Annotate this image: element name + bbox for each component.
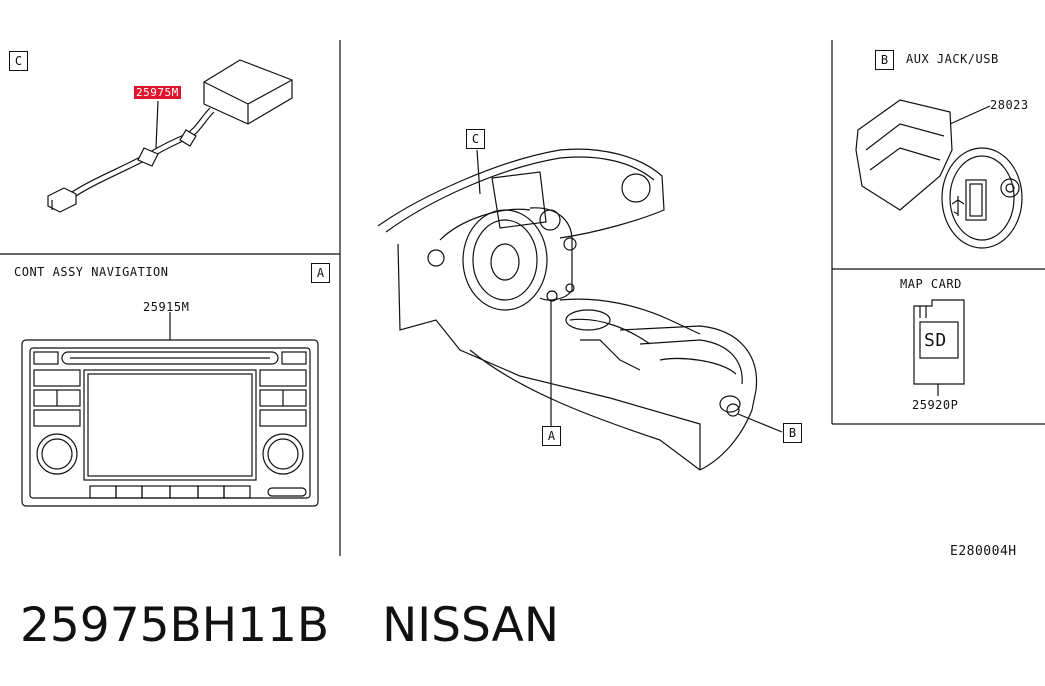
antenna-module-drawing — [47, 59, 293, 213]
callout-c-main: C — [466, 129, 485, 149]
footer-part-number: 25975BH11B — [20, 598, 330, 653]
part-number-highlight: 25975M — [134, 86, 181, 99]
map-card-part-number: 25920P — [912, 398, 959, 412]
part-number-label: 25975M — [134, 86, 181, 99]
dashboard-drawing — [377, 148, 783, 471]
callout-a-panel: A — [311, 263, 330, 283]
footer-caption: 25975BH11B NISSAN — [20, 598, 559, 653]
sd-card-text: SD — [924, 330, 947, 351]
footer-brand: NISSAN — [382, 598, 559, 653]
panel-dividers — [0, 40, 1045, 556]
callout-b-panel: B — [875, 50, 894, 70]
sd-card-drawing — [913, 299, 965, 396]
map-card-title: MAP CARD — [900, 277, 962, 291]
aux-usb-part-number: 28023 — [990, 98, 1029, 112]
diagram-reference-code: E280004H — [950, 544, 1017, 559]
nav-unit-drawing — [21, 312, 319, 507]
callout-c-panel: C — [9, 51, 28, 71]
callout-a-main: A — [542, 426, 561, 446]
nav-unit-part-number: 25915M — [143, 300, 190, 314]
callout-b-main: B — [783, 423, 802, 443]
usb-jack-drawing — [855, 99, 1023, 249]
nav-unit-title: CONT ASSY NAVIGATION — [14, 265, 169, 279]
aux-usb-title: AUX JACK/USB — [906, 52, 999, 66]
